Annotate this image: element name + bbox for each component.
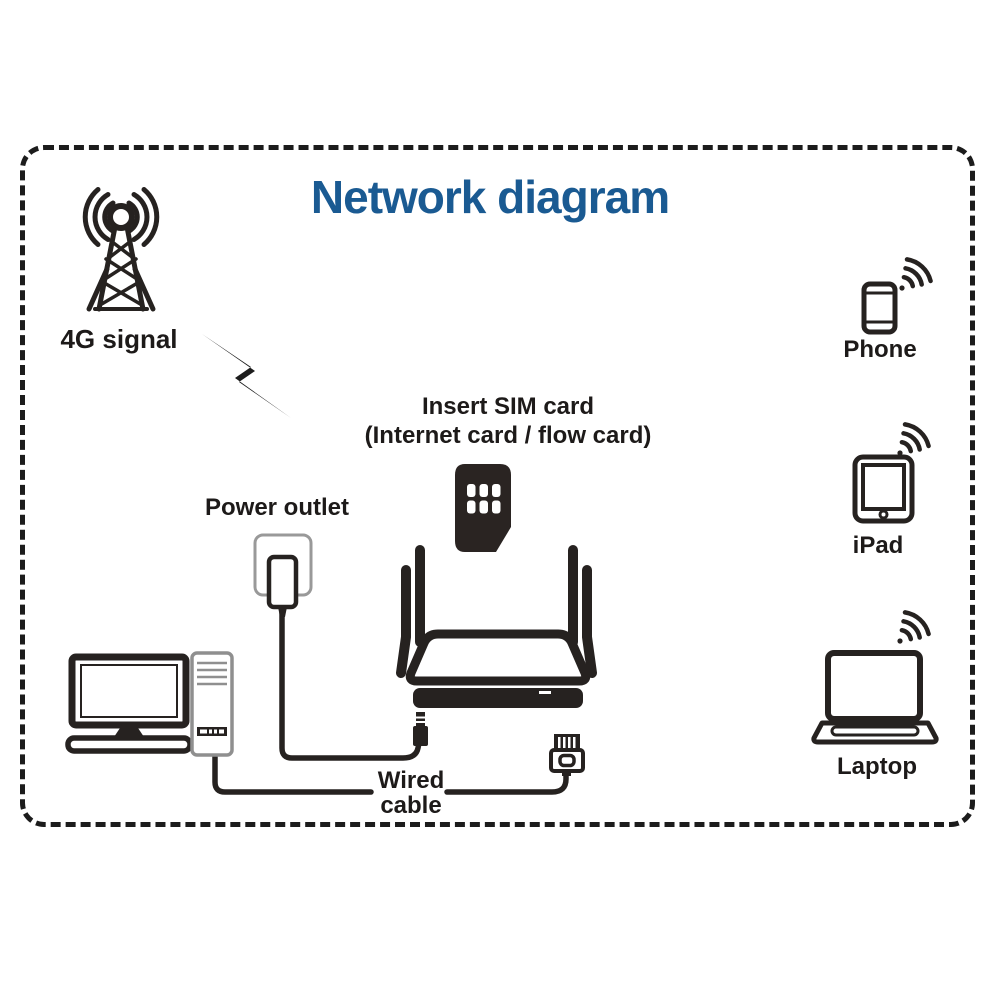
sim-card-label: Insert SIM card (Internet card / flow ca… bbox=[364, 393, 652, 449]
wifi-signal-icon bbox=[899, 257, 933, 291]
ethernet-cable-left bbox=[212, 749, 374, 795]
sim-card-icon bbox=[455, 464, 511, 552]
wifi-router-icon bbox=[396, 545, 597, 708]
wifi-signal-icon bbox=[897, 422, 931, 456]
laptop-label: Laptop bbox=[837, 753, 917, 780]
page-title: Network diagram bbox=[310, 171, 670, 223]
power-plug-icon bbox=[413, 712, 428, 746]
dashed-border-frame bbox=[20, 145, 975, 827]
laptop-icon bbox=[811, 610, 939, 745]
lightning-bolt-icon bbox=[202, 334, 291, 418]
ethernet-plug-icon bbox=[549, 734, 585, 776]
phone-label: Phone bbox=[843, 336, 917, 363]
tower-label: 4G signal bbox=[60, 324, 178, 354]
desktop-computer-icon bbox=[65, 651, 234, 757]
power-cable bbox=[279, 609, 422, 761]
cell-tower-icon bbox=[82, 187, 160, 312]
ethernet-cable-right bbox=[444, 767, 569, 795]
ipad-label: iPad bbox=[852, 532, 904, 559]
power-outlet-icon bbox=[253, 533, 313, 617]
tablet-icon bbox=[852, 422, 931, 524]
power-outlet-label: Power outlet bbox=[204, 494, 350, 521]
wired-cable-label: Wired cable bbox=[377, 767, 445, 819]
wifi-signal-icon bbox=[897, 610, 931, 644]
smartphone-icon bbox=[861, 257, 933, 335]
